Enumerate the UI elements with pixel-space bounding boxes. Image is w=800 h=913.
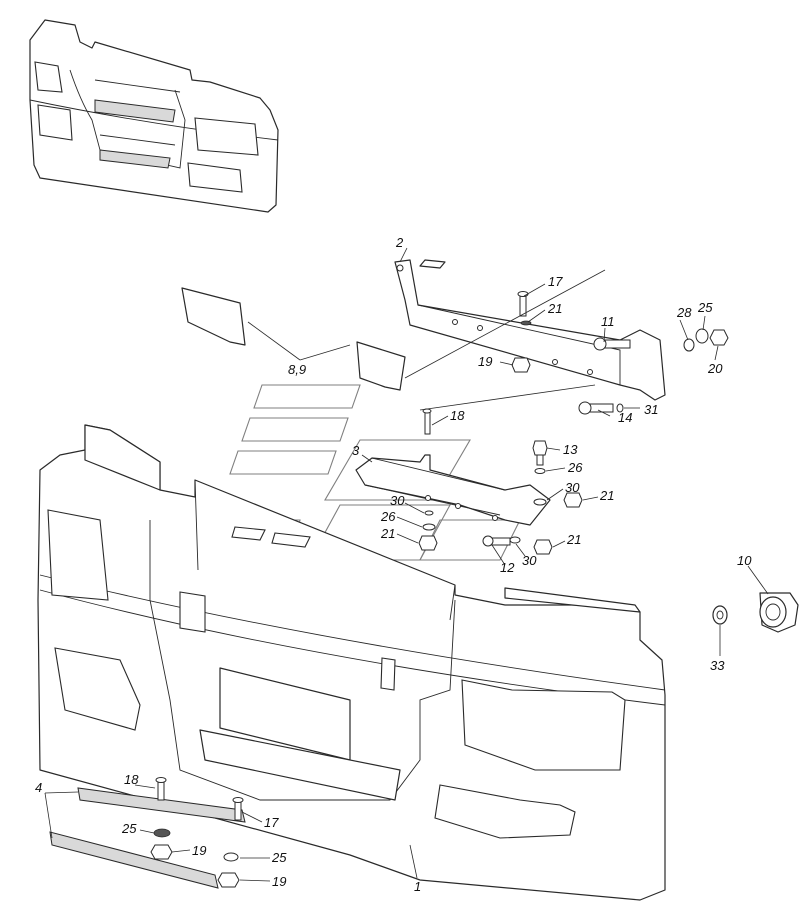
callout-17-lower: 17: [264, 815, 279, 830]
callout-12: 12: [500, 560, 515, 575]
callout-30-lower: 30: [522, 553, 537, 568]
callout-31: 31: [644, 402, 658, 417]
callout-29: 28: [676, 305, 692, 320]
fasteners: [150, 291, 729, 888]
front-bumper-part-1: [37, 424, 666, 901]
callout-19-top: 19: [478, 354, 492, 369]
tow-hook-cover-part-10: [759, 592, 799, 633]
callout-30-right: 30: [565, 480, 580, 495]
callout-21-lower-label: 21: [566, 532, 581, 547]
callout-26: 25: [697, 300, 713, 315]
callout-17-top: 17: [548, 274, 563, 289]
callout-19-lower-left: 19: [192, 843, 206, 858]
leader-lines: [44, 247, 769, 882]
callout-11: 11: [601, 314, 615, 329]
callout-28-left-label: 26: [380, 509, 396, 524]
callout-20: 20: [707, 361, 723, 376]
support-bracket-part-3: [355, 454, 551, 526]
callout-21-right: 21: [599, 488, 614, 503]
callout-8-9: 8,9: [288, 362, 306, 377]
callout-28-right: 26: [567, 460, 583, 475]
callout-3: 3: [352, 443, 360, 458]
callout-25-lower-right: 25: [271, 850, 287, 865]
assembly-overview: [29, 19, 279, 213]
callout-18-lower: 18: [124, 772, 139, 787]
callout-labels: 2 17 21 11 28 25 20 19 8,9 14 31 18 3 13…: [35, 235, 752, 894]
mounting-beam-part-2: [394, 259, 666, 401]
callout-25-top: 21: [547, 301, 562, 316]
callout-21-left: 21: [380, 526, 395, 541]
callout-30-left: 30: [390, 493, 405, 508]
callout-4: 4: [35, 780, 42, 795]
callout-2: 2: [395, 235, 404, 250]
washer-part-33: [712, 605, 728, 625]
corner-caps-part-8-9: [181, 287, 406, 391]
callout-25-lower-left: 25: [121, 821, 137, 836]
callout-1: 1: [414, 879, 421, 894]
callout-10: 10: [737, 553, 752, 568]
callout-14: 14: [618, 410, 632, 425]
callout-13: 13: [563, 442, 578, 457]
grille-strips-part-4: [49, 787, 246, 889]
callout-33: 33: [710, 658, 725, 673]
callout-19-lower-right: 19: [272, 874, 286, 889]
callout-18-mid: 18: [450, 408, 465, 423]
